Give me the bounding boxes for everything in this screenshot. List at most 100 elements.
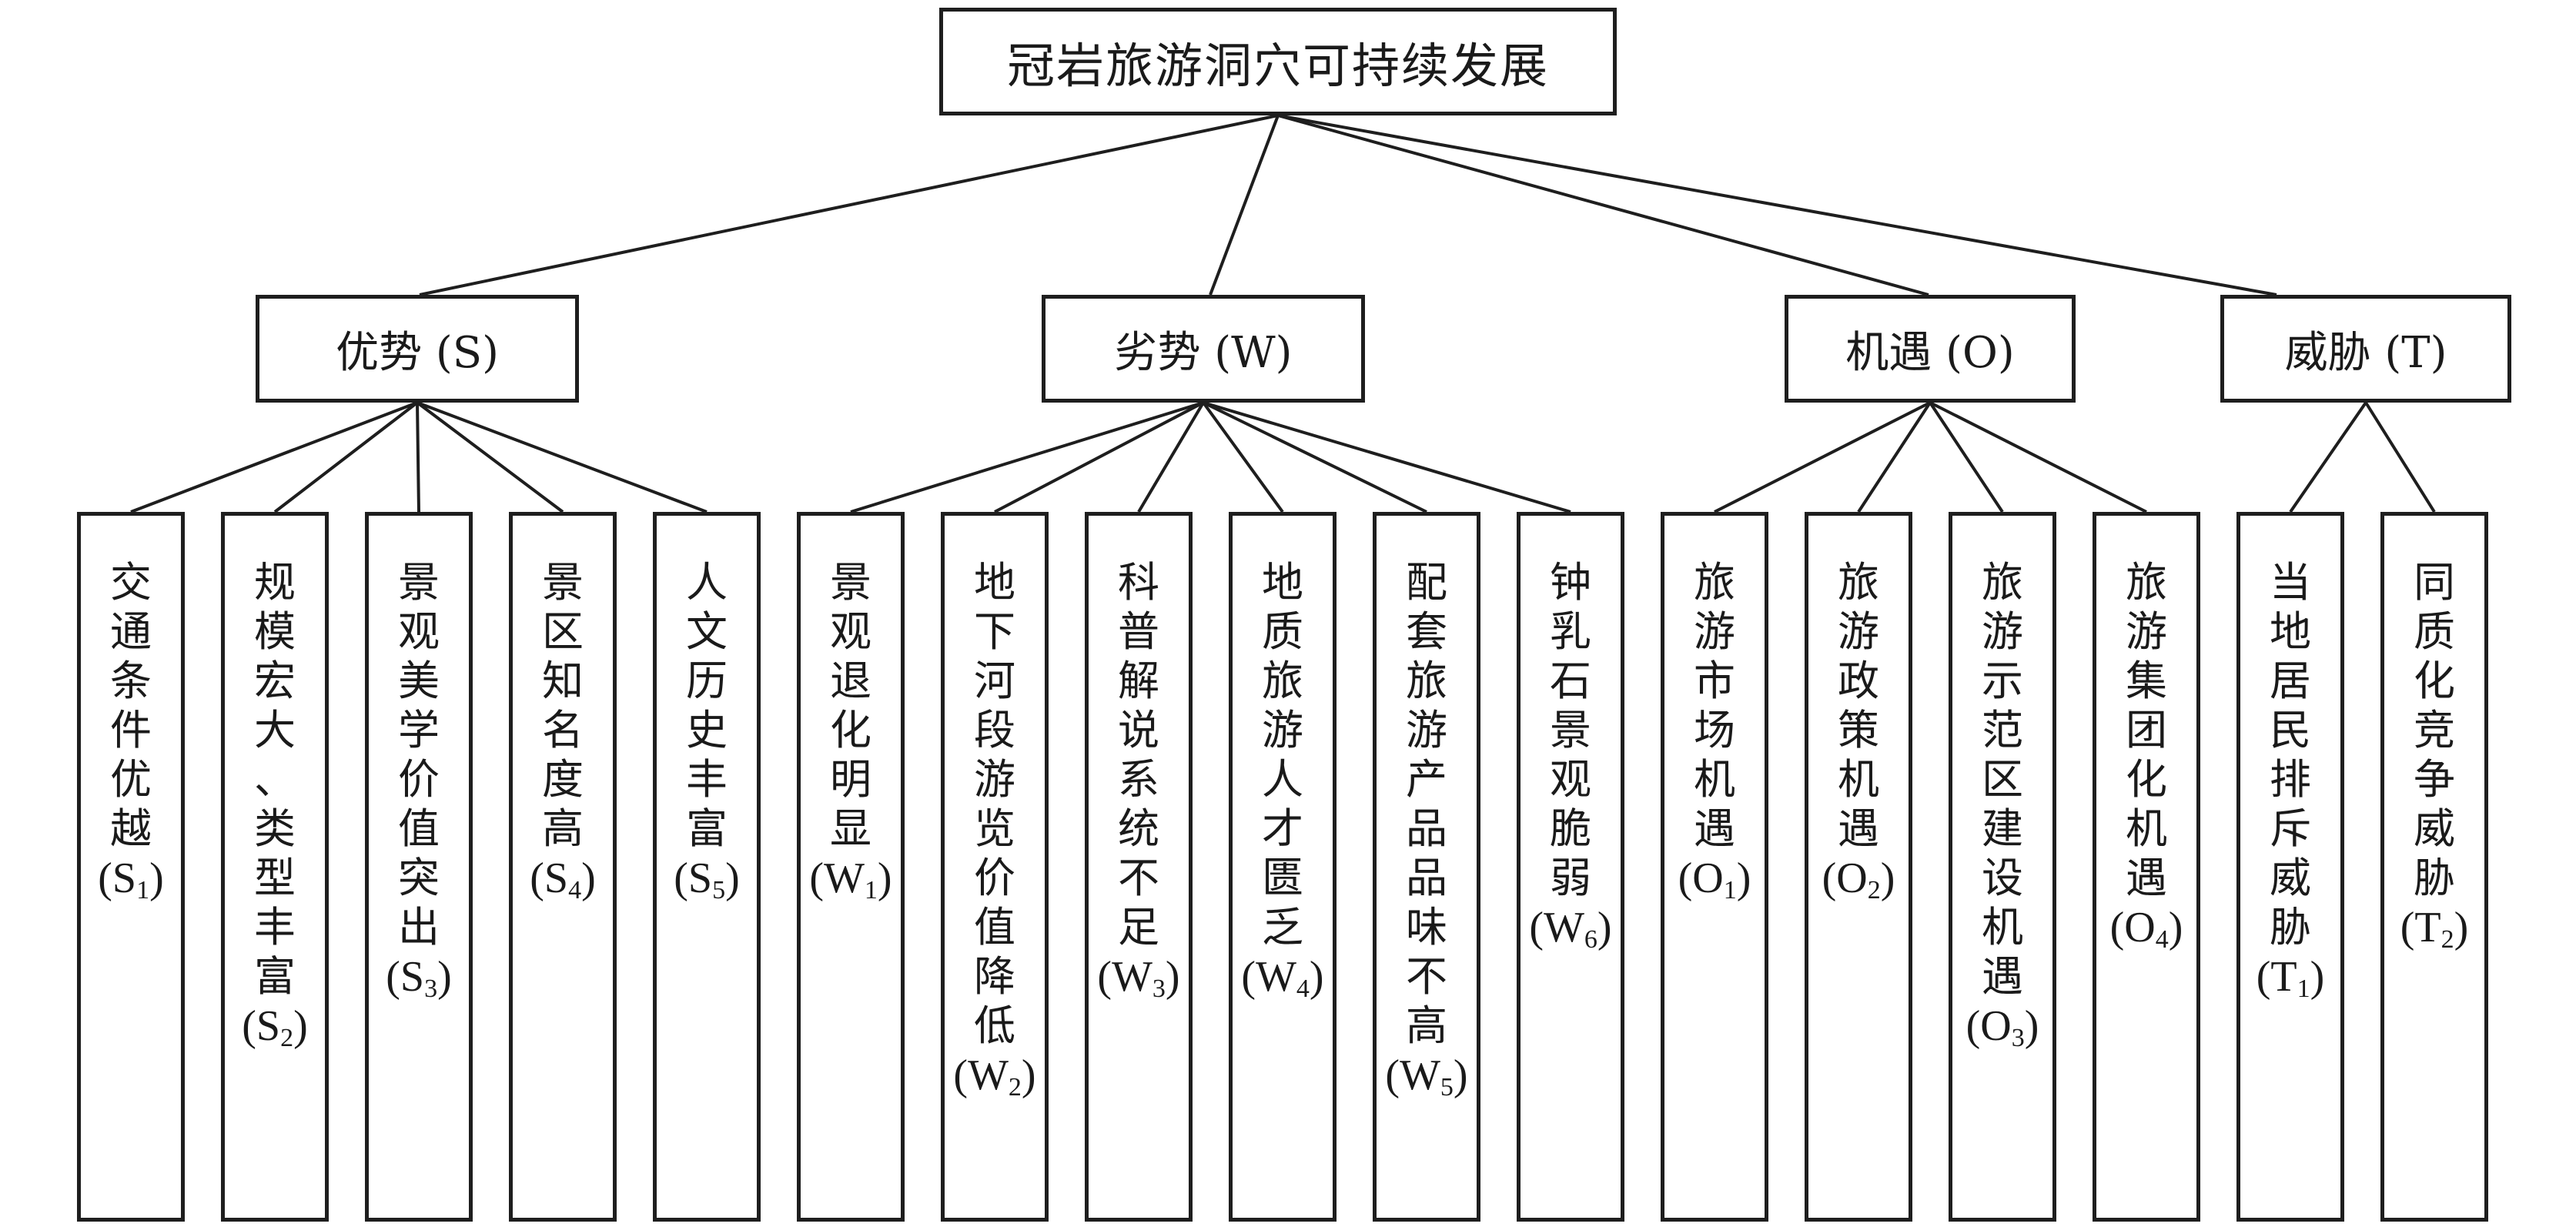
factor-text-char: 文 (686, 607, 728, 656)
factor-text-char: 遇 (1982, 952, 2023, 1001)
factor-text-char: 旅 (1262, 657, 1303, 705)
factor-text-char: 人 (686, 558, 728, 607)
factor-text-char: 低 (974, 1001, 1015, 1050)
factor-node-s3: 景观美学价值突出(S3) (365, 512, 473, 1222)
factor-text-char: 富 (254, 952, 296, 1001)
factor-text-char: 石 (1550, 657, 1591, 705)
connector-w-to-w4 (1202, 401, 1284, 513)
factor-text-char: 游 (1982, 607, 2023, 656)
factor-text-char: 质 (2414, 607, 2455, 656)
factor-text-char: 化 (830, 706, 871, 754)
factor-node-o1: 旅游市场机遇(O1) (1661, 512, 1768, 1222)
factor-node-o3: 旅游示范区建设机遇(O3) (1949, 512, 2056, 1222)
factor-text-char: 同 (2414, 558, 2455, 607)
factor-text-char: 建 (1982, 804, 2023, 853)
category-node-o: 机遇 (O) (1785, 295, 2076, 403)
connector-o-to-o2 (1857, 401, 1932, 513)
factor-text-char: 套 (1406, 607, 1447, 656)
factor-text-char: 品 (1406, 804, 1447, 853)
factor-text-char: 足 (1118, 903, 1159, 951)
factor-text-char: 产 (1406, 755, 1447, 804)
factor-text-char: 脆 (1550, 804, 1591, 853)
factor-node-s1: 交通条件优越(S1) (77, 512, 185, 1222)
category-label: 威胁 (T) (2284, 327, 2447, 378)
factor-text-char: 团 (2126, 706, 2167, 754)
factor-text-char: 人 (1262, 755, 1303, 804)
factor-text-char: 配 (1406, 558, 1447, 607)
factor-text-char: 化 (2126, 755, 2167, 804)
factor-text-char: 统 (1118, 804, 1159, 853)
connector-s-to-s3 (416, 402, 420, 513)
factor-text-char: 遇 (2126, 854, 2167, 902)
factor-node-o2: 旅游政策机遇(O2) (1805, 512, 1912, 1222)
category-label: 优势 (S) (336, 327, 499, 378)
factor-text-char: 竞 (2414, 706, 2455, 754)
factor-text-char: 民 (2270, 706, 2311, 754)
factor-text-char: 件 (110, 706, 152, 754)
connector-s-to-s1 (130, 401, 418, 513)
factor-text-char: 味 (1406, 903, 1447, 951)
factor-text-char: 策 (1838, 706, 1879, 754)
factor-text-char: 景 (542, 558, 584, 607)
factor-code: (O3) (1965, 1002, 2039, 1052)
factor-text-char: 退 (830, 657, 871, 705)
factor-text-char: 机 (1694, 755, 1735, 804)
factor-text-char: 系 (1118, 755, 1159, 804)
factor-node-w4: 地质旅游人才匮乏(W4) (1229, 512, 1337, 1222)
factor-text-char: 条 (110, 657, 152, 705)
connector-t-to-t1 (2289, 401, 2367, 513)
connector-root-to-t (1277, 114, 2277, 296)
factor-text-char: 不 (1406, 952, 1447, 1001)
factor-text-char: 场 (1694, 706, 1735, 754)
factor-text-char: 型 (254, 854, 296, 902)
factor-text-char: 河 (974, 657, 1015, 705)
connector-s-to-s5 (417, 401, 708, 513)
connector-s-to-s2 (273, 401, 419, 513)
factor-node-w1: 景观退化明显(W1) (797, 512, 905, 1222)
factor-text-char: 名 (542, 706, 584, 754)
factor-text-char: 类 (254, 804, 296, 853)
factor-text-char: 段 (974, 706, 1015, 754)
factor-node-w5: 配套旅游产品品味不高(W5) (1373, 512, 1480, 1222)
factor-node-s2: 规模宏大、类型丰富(S2) (221, 512, 329, 1222)
factor-text-char: 品 (1406, 854, 1447, 902)
factor-text-char: 乏 (1262, 903, 1303, 951)
factor-text-char: 设 (1982, 854, 2023, 902)
factor-text-char: 景 (398, 558, 440, 607)
factor-text-char: 游 (1838, 607, 1879, 656)
factor-code: (O2) (1822, 854, 1895, 904)
connector-w-to-w5 (1203, 401, 1427, 513)
factor-text-char: 降 (974, 952, 1015, 1001)
factor-text-char: 丰 (254, 903, 296, 951)
factor-node-s4: 景区知名度高(S4) (509, 512, 617, 1222)
connector-o-to-o4 (1929, 401, 2147, 513)
factor-text-char: 胁 (2270, 903, 2311, 951)
factor-text-char: 区 (1982, 755, 2023, 804)
factor-text-char: 机 (1838, 755, 1879, 804)
factor-text-char: 普 (1118, 607, 1159, 656)
factor-text-char: 旅 (1982, 558, 2023, 607)
factor-code: (W3) (1097, 953, 1180, 1003)
factor-text-char: 价 (398, 755, 440, 804)
factor-text-char: 解 (1118, 657, 1159, 705)
factor-node-w3: 科普解说系统不足(W3) (1085, 512, 1193, 1222)
category-node-s: 优势 (S) (256, 295, 579, 403)
factor-text-char: 知 (542, 657, 584, 705)
factor-text-char: 旅 (1694, 558, 1735, 607)
factor-text-char: 政 (1838, 657, 1879, 705)
factor-text-char: 示 (1982, 657, 2023, 705)
factor-text-char: 景 (830, 558, 871, 607)
factor-text-char: 区 (542, 607, 584, 656)
factor-node-w2: 地下河段游览价值降低(W2) (941, 512, 1049, 1222)
factor-text-char: 机 (1982, 903, 2023, 951)
factor-text-char: 钟 (1550, 558, 1591, 607)
factor-code: (T1) (2256, 953, 2325, 1003)
root-node: 冠岩旅游洞穴可持续发展 (939, 8, 1617, 115)
factor-text-char: 游 (974, 755, 1015, 804)
factor-text-char: 范 (1982, 706, 2023, 754)
factor-code: (S4) (530, 854, 596, 904)
factor-text-char: 下 (974, 607, 1015, 656)
category-node-w: 劣势 (W) (1042, 295, 1365, 403)
factor-text-char: 不 (1118, 854, 1159, 902)
factor-text-char: 争 (2414, 755, 2455, 804)
